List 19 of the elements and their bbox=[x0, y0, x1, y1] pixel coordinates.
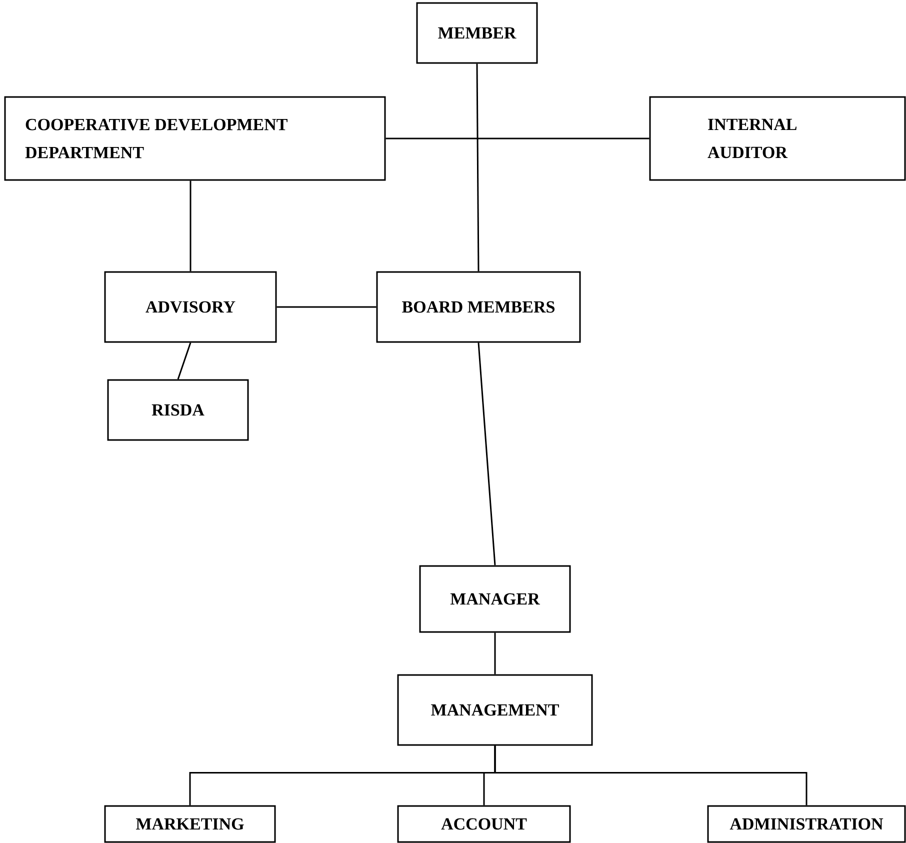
org-box: ADVISORY bbox=[104, 271, 277, 343]
connector-line bbox=[494, 632, 496, 674]
connector-line bbox=[276, 306, 376, 308]
org-box: RISDA bbox=[107, 379, 249, 441]
org-box: MANAGEMENT bbox=[397, 674, 593, 746]
org-box: COOPERATIVE DEVELOPMENT DEPARTMENT bbox=[4, 96, 386, 181]
org-box: INTERNAL AUDITOR bbox=[649, 96, 906, 181]
connector-line bbox=[494, 746, 808, 806]
org-box: MARKETING bbox=[104, 805, 276, 843]
connector-line bbox=[190, 180, 192, 272]
connector-line bbox=[478, 342, 496, 566]
org-box: BOARD MEMBERS bbox=[376, 271, 581, 343]
org-box: ADMINISTRATION bbox=[707, 805, 906, 843]
connector-line bbox=[177, 342, 192, 380]
org-box: ACCOUNT bbox=[397, 805, 571, 843]
org-box: MANAGER bbox=[419, 565, 571, 633]
org-box: MEMBER bbox=[416, 2, 538, 64]
connector-line bbox=[476, 64, 480, 272]
connector-line bbox=[386, 138, 650, 140]
